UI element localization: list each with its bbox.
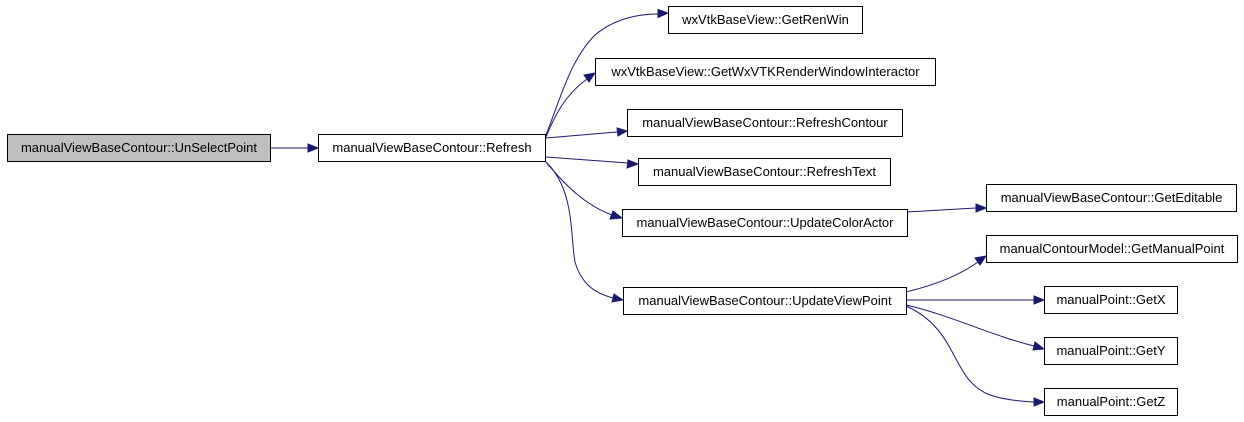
node-get-wx-vtk-rwi[interactable]: wxVtkBaseView::GetWxVTKRenderWindowInter… [595,58,936,86]
node-get-y[interactable]: manualPoint::GetY [1044,337,1178,365]
node-unselect-point: manualViewBaseContour::UnSelectPoint [7,134,271,162]
node-get-x[interactable]: manualPoint::GetX [1044,286,1178,314]
node-refresh-text[interactable]: manualViewBaseContour::RefreshText [638,158,891,186]
node-get-ren-win[interactable]: wxVtkBaseView::GetRenWin [668,6,863,34]
edge-update-view-point-to-get-manual-point [905,255,988,293]
edge-update-color-actor-to-get-editable [906,203,988,213]
edge-update-view-point-to-get-z [905,305,1046,407]
edge-update-view-point-to-get-y [905,304,1046,351]
node-get-editable[interactable]: manualViewBaseContour::GetEditable [986,184,1237,212]
node-refresh[interactable]: manualViewBaseContour::Refresh [318,134,546,162]
node-update-color-actor[interactable]: manualViewBaseContour::UpdateColorActor [622,209,908,237]
edge-unselect-to-refresh [271,143,320,153]
edge-refresh-to-refresh-text [545,156,640,169]
node-update-view-point[interactable]: manualViewBaseContour::UpdateViewPoint [623,287,907,315]
edge-refresh-to-get-wx-vtk-rwi [545,72,597,138]
node-get-z[interactable]: manualPoint::GetZ [1044,388,1178,416]
edge-refresh-to-refresh-contour [545,127,629,139]
node-get-manual-point[interactable]: manualContourModel::GetManualPoint [986,235,1238,263]
node-refresh-contour[interactable]: manualViewBaseContour::RefreshContour [627,109,903,137]
edge-refresh-to-update-color-actor [545,161,624,220]
edge-update-view-point-to-get-x [906,295,1046,305]
edge-refresh-to-get-ren-win [545,8,670,136]
edge-refresh-to-update-view-point [545,161,625,303]
